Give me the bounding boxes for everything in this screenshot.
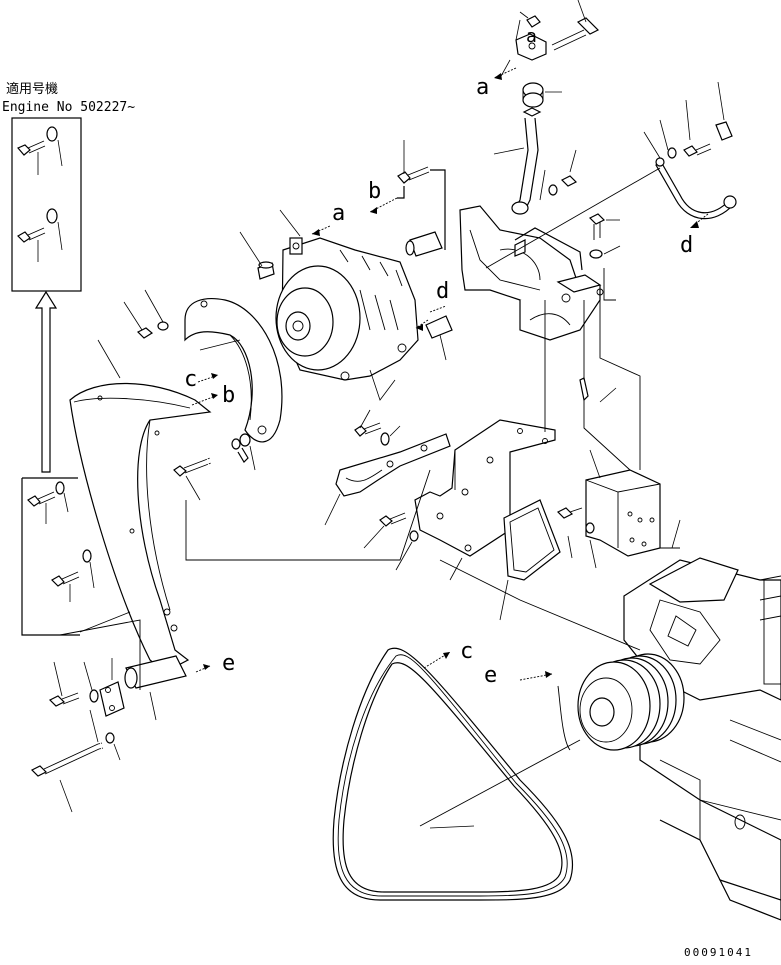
upper-bracket [459, 205, 604, 341]
label-b-right: b [222, 383, 235, 408]
adjust-bar [324, 409, 451, 526]
label-a-mid: a [476, 75, 489, 100]
label-a-alternator: a [332, 201, 345, 226]
adjust-bolt [173, 433, 256, 501]
guide-line-bottom [439, 559, 641, 651]
shield-fasteners [123, 289, 169, 339]
label-e-right: e [222, 651, 235, 676]
label-c-belt: c [460, 639, 473, 664]
guide-line-block [583, 300, 631, 471]
arrow-d-mid [429, 305, 447, 313]
pipe-guide-line [485, 167, 661, 269]
applicability-arrow [34, 290, 58, 473]
alternator-shield [184, 298, 283, 443]
label-c-left: c [184, 367, 197, 392]
bolt-b-group [369, 140, 446, 257]
top-right-pipe [643, 81, 737, 228]
top-fastener-stack [493, 0, 600, 215]
alternator-spacer [239, 231, 275, 280]
belt-to-pulley-line [419, 739, 581, 827]
lower-left-bolt-group [21, 477, 95, 636]
stud-d-group [415, 315, 453, 361]
label-d-top-right: d [680, 233, 693, 258]
label-a-top: a [526, 26, 537, 47]
belt-guard [69, 339, 212, 673]
label-e-pulley: e [484, 663, 497, 688]
arrow-e-pulley [519, 671, 553, 681]
engine-serial: Engine No 502227~ [2, 100, 135, 115]
label-b: b [368, 179, 381, 204]
gasket [499, 499, 561, 621]
alternator [275, 237, 419, 381]
drawing-number: 00091041 [684, 946, 753, 959]
bracket-fasteners [588, 213, 621, 301]
connector-block [556, 377, 681, 569]
arrow-c-guard [197, 373, 219, 383]
arrow-c-belt [423, 651, 451, 669]
arrow-a-alternator [311, 225, 331, 236]
applicable-title: 適用号機 [6, 81, 58, 97]
serial-inset-box [11, 117, 82, 292]
arrow-b-guard [191, 393, 219, 406]
main-bracket [363, 419, 556, 581]
v-belt [332, 647, 574, 901]
lower-spacer-group [30, 619, 211, 813]
label-d-mid: d [436, 279, 449, 304]
guide-line-block-2 [599, 300, 641, 470]
guide-line-left [185, 469, 431, 561]
crank-pulley [557, 653, 685, 751]
